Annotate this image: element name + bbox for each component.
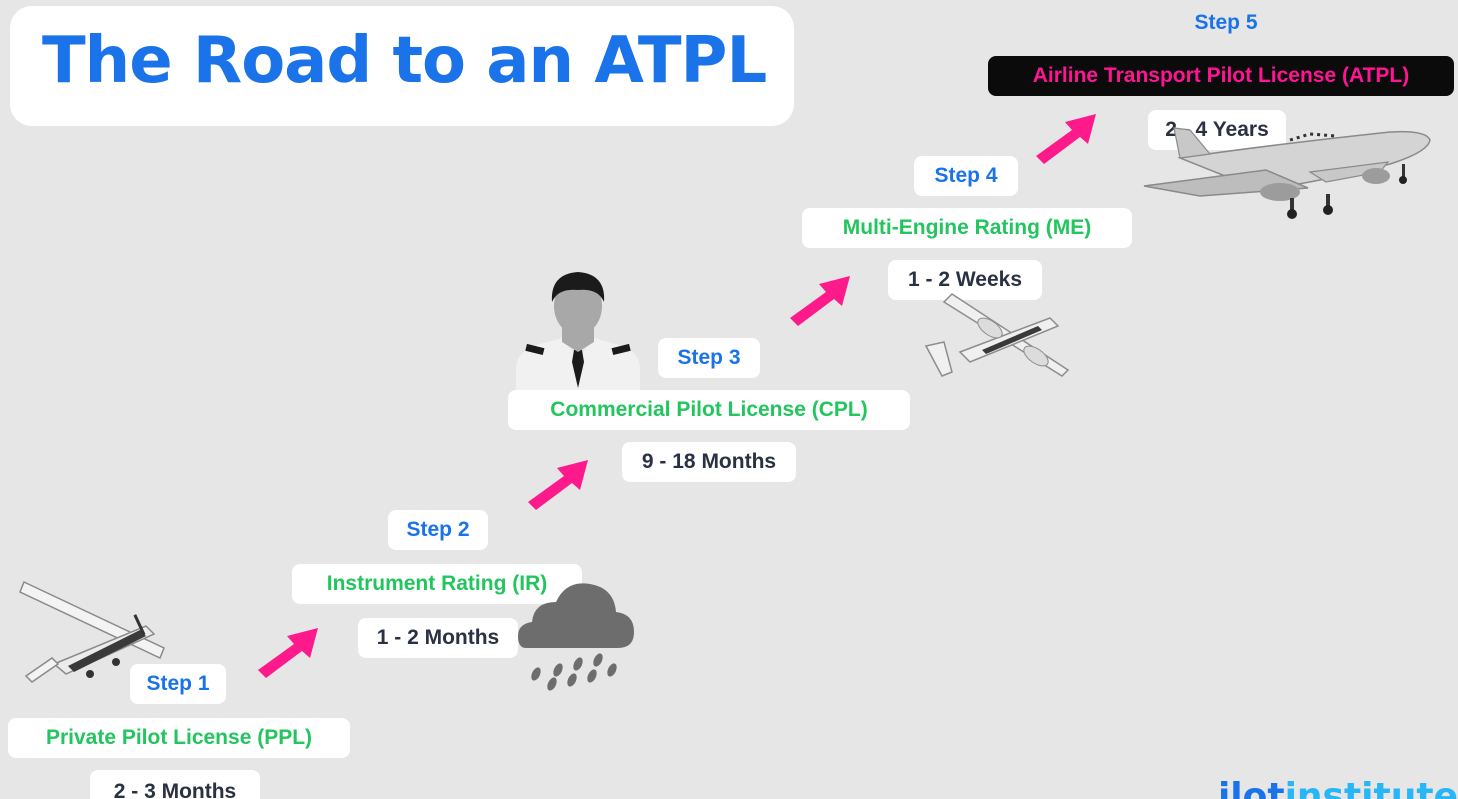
handle-part1: @pilot [1218, 779, 1285, 799]
step-4-license: Multi-Engine Rating (ME) [802, 208, 1132, 248]
step-2-duration: 1 - 2 Months [358, 618, 518, 658]
airliner-icon [1143, 127, 1431, 219]
step-3-duration: 9 - 18 Months [622, 442, 796, 482]
step-1-label: Step 1 [130, 664, 226, 704]
twin-engine-plane-icon [924, 293, 1070, 377]
step-2-label: Step 2 [388, 510, 488, 550]
step-5-license: Airline Transport Pilot License (ATPL) [988, 56, 1454, 96]
step-2-license: Instrument Rating (IR) [292, 564, 582, 604]
progress-arrow-icon [786, 274, 852, 330]
progress-arrow-icon [524, 458, 590, 514]
watermark: @pilotinstitute [1218, 779, 1458, 799]
title-card: The Road to an ATPL [10, 6, 794, 126]
progress-arrow-icon [254, 626, 320, 682]
step-1-duration: 2 - 3 Months [90, 770, 260, 799]
step-4-label: Step 4 [914, 156, 1018, 196]
step-5-label: Step 5 [1194, 11, 1258, 34]
page-title: The Road to an ATPL [42, 24, 767, 98]
step-1-license: Private Pilot License (PPL) [8, 718, 350, 758]
step-3-label: Step 3 [658, 338, 760, 378]
step-3-license: Commercial Pilot License (CPL) [508, 390, 910, 430]
pilot-avatar-icon [516, 272, 640, 394]
progress-arrow-icon [1032, 112, 1098, 168]
handle-part2: institute [1285, 779, 1458, 799]
cessna-plane-icon [19, 580, 165, 683]
storm-cloud-icon [518, 583, 634, 691]
step-4-duration: 1 - 2 Weeks [888, 260, 1042, 300]
